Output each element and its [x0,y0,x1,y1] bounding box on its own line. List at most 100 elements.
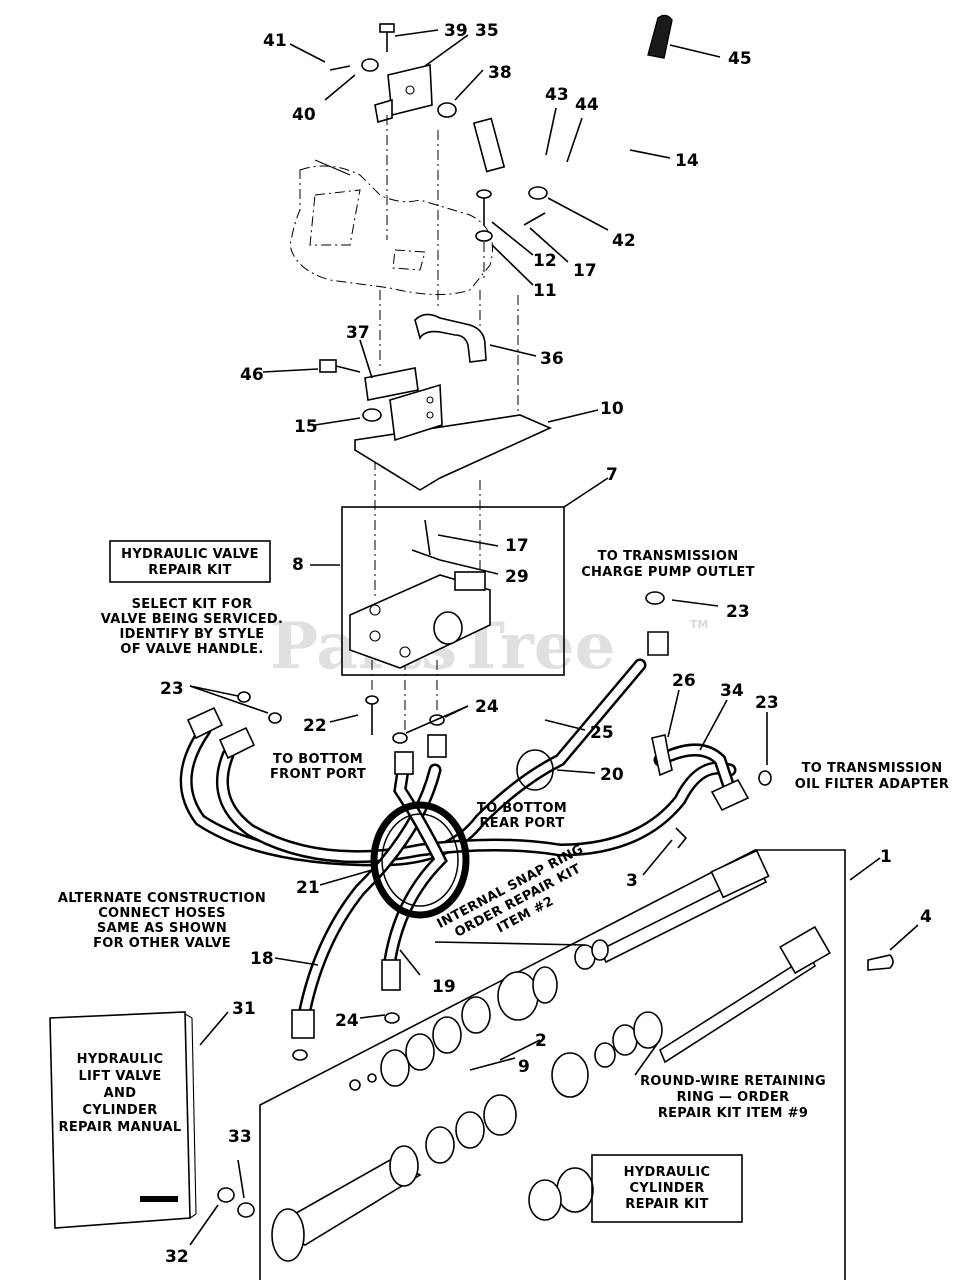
select-kit-note: SELECT KIT FOR VALVE BEING SERVICED. IDE… [101,597,284,657]
manual-line-1: HYDRAULIC [77,1052,164,1067]
callout-34: 34 [720,681,744,701]
hydraulic-valve-body [349,571,491,669]
piston-and-seals [349,939,663,1221]
bottom-rear-line-1: TO BOTTOM [477,801,567,816]
callout-42: 42 [612,231,636,251]
callout-44: 44 [575,95,599,115]
callout-29: 29 [505,567,529,587]
bolt-22 [365,695,379,735]
leader-arrows [189,29,919,1246]
pin-29 [411,549,441,561]
select-kit-line-1: SELECT KIT FOR [132,597,253,612]
callout-31: 31 [232,999,256,1019]
callout-19: 19 [432,977,456,997]
valve-repair-kit-box [109,540,271,583]
bottom-front-line-1: TO BOTTOM [273,752,363,767]
bracket-37 [364,367,419,401]
nut-32 [217,1187,235,1203]
callout-41: 41 [263,31,287,51]
callout-23-right: 23 [726,602,750,622]
round-wire-line-3: REPAIR KIT ITEM #9 [658,1106,808,1121]
callout-39: 39 [444,21,468,41]
alternate-line-1: ALTERNATE CONSTRUCTION [58,891,266,906]
valve-kit-label: HYDRAULIC VALVE REPAIR KIT [121,547,259,578]
callout-8: 8 [292,555,304,575]
cylinder-kit-line-2: CYLINDER [629,1181,704,1196]
manual-line-3: AND [104,1086,137,1101]
cylinder-rods [598,849,894,1064]
cylinder-barrel [271,1145,422,1262]
valve-kit-line-1: HYDRAULIC VALVE [121,547,259,562]
bolt-46 [319,359,361,373]
charge-pump-line-2: CHARGE PUMP OUTLET [581,565,755,580]
callout-3: 3 [626,871,638,891]
callout-24-bottom: 24 [335,1011,359,1031]
callout-36: 36 [540,349,564,369]
manual-line-2: LIFT VALVE [78,1069,161,1084]
callout-12: 12 [533,251,557,271]
select-kit-line-4: OF VALVE HANDLE. [120,642,263,657]
callout-7: 7 [606,465,618,485]
alternate-line-3: SAME AS SHOWN [97,921,227,936]
oil-filter-note: TO TRANSMISSION OIL FILTER ADAPTER [795,761,949,792]
select-kit-line-2: VALVE BEING SERVICED. [101,612,284,627]
bottom-rear-note: TO BOTTOM REAR PORT [477,801,567,831]
chassis-frame-outline [289,159,493,295]
callout-17-top: 17 [573,261,597,281]
charge-pump-note: TO TRANSMISSION CHARGE PUMP OUTLET [581,549,755,580]
callout-33: 33 [228,1127,252,1147]
callout-21: 21 [296,878,320,898]
callout-4: 4 [920,907,932,927]
manual-line-4: CYLINDER [82,1103,157,1118]
bracket-35 [374,63,433,124]
link-36 [414,313,487,363]
manual-cover-text: HYDRAULIC LIFT VALVE AND CYLINDER REPAIR… [59,1052,182,1135]
cylinder-kit-line-1: HYDRAULIC [624,1165,711,1180]
handle-grip-45 [647,14,673,59]
callout-22: 22 [303,716,327,736]
washer-15 [362,408,382,422]
callout-numbers: 41 40 39 35 38 45 43 44 14 42 17 12 11 3… [160,21,932,1267]
washer-33 [237,1202,255,1218]
bolt-39 [379,23,395,52]
oil-filter-line-1: TO TRANSMISSION [802,761,943,776]
cotter-pin-3 [675,827,688,849]
oring-washers [237,591,772,1061]
valve-kit-box-7 [341,506,565,676]
snap-ring-20 [516,749,554,791]
bottom-front-line-2: FRONT PORT [270,767,366,782]
select-kit-line-3: IDENTIFY BY STYLE [120,627,265,642]
valve-handle-assembly [437,14,673,200]
hose-clamp-26 [651,734,673,777]
oil-filter-line-2: OIL FILTER ADAPTER [795,777,949,792]
callout-11: 11 [533,281,557,301]
callout-1: 1 [880,847,892,867]
watermark-tm: TM [690,618,708,631]
nut-38 [437,102,457,118]
charge-pump-line-1: TO TRANSMISSION [598,549,739,564]
valve-kit-line-2: REPAIR KIT [148,563,231,578]
round-wire-line-2: RING — ORDER [677,1090,790,1105]
callout-2: 2 [535,1031,547,1051]
callout-25: 25 [590,723,614,743]
callout-45: 45 [728,49,752,69]
manual-line-5: REPAIR MANUAL [59,1120,182,1135]
cotter-pin-41 [329,65,351,71]
callout-23-filter: 23 [755,693,779,713]
washer-42 [528,186,548,200]
round-wire-note: ROUND-WIRE RETAINING RING — ORDER REPAIR… [640,1074,826,1121]
bottom-front-note: TO BOTTOM FRONT PORT [270,752,366,782]
callout-38: 38 [488,63,512,83]
callout-23-left: 23 [160,679,184,699]
cylinder-kit-line-3: REPAIR KIT [625,1197,708,1212]
cylinder-repair-kit-box [591,1154,743,1223]
callout-24-top: 24 [475,697,499,717]
callout-46: 46 [240,365,264,385]
bolt-12 [476,189,492,225]
mounting-plate-10 [354,383,552,491]
callout-14: 14 [675,151,699,171]
cotter-pin-17a [523,212,546,226]
callout-32: 32 [165,1247,189,1267]
